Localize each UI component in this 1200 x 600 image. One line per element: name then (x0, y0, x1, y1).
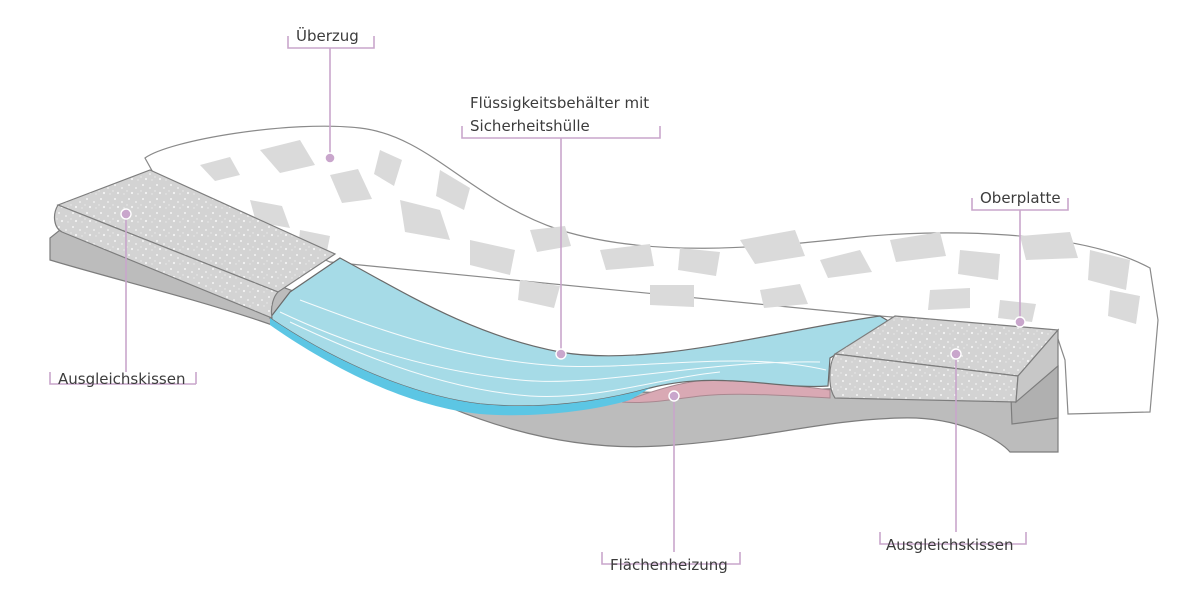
water-top (269, 257, 892, 407)
label-ausgleich-left: Ausgleichskissen (58, 370, 185, 388)
callout-ueberzug: Überzug (287, 26, 375, 164)
marker-dot (555, 348, 567, 360)
label-flaechenheizung: Flächenheizung (610, 556, 728, 574)
callout-ausgleich-right: Ausgleichskissen (879, 348, 1027, 554)
marker-dot (120, 208, 132, 220)
label-fluessigkeit-line1: Flüssigkeitsbehälter mit (470, 94, 649, 112)
label-ueberzug: Überzug (296, 26, 359, 45)
label-ausgleich-right: Ausgleichskissen (886, 536, 1013, 554)
marker-dot (324, 152, 336, 164)
callout-oberplatte: Oberplatte (971, 189, 1069, 328)
marker-dot (950, 348, 962, 360)
water-container (269, 257, 892, 416)
cushion-left (53, 169, 337, 319)
label-fluessigkeit-line2: Sicherheitshülle (470, 117, 590, 135)
callout-flaechenheizung: Flächenheizung (601, 390, 741, 574)
marker-dot (1014, 316, 1026, 328)
callout-fluessigkeit: Flüssigkeitsbehälter mit Sicherheitshüll… (461, 94, 661, 360)
label-oberplatte: Oberplatte (980, 189, 1061, 207)
marker-dot (668, 390, 680, 402)
callout-ausgleich-left: Ausgleichskissen (49, 208, 197, 388)
cushion-right (829, 315, 1060, 404)
